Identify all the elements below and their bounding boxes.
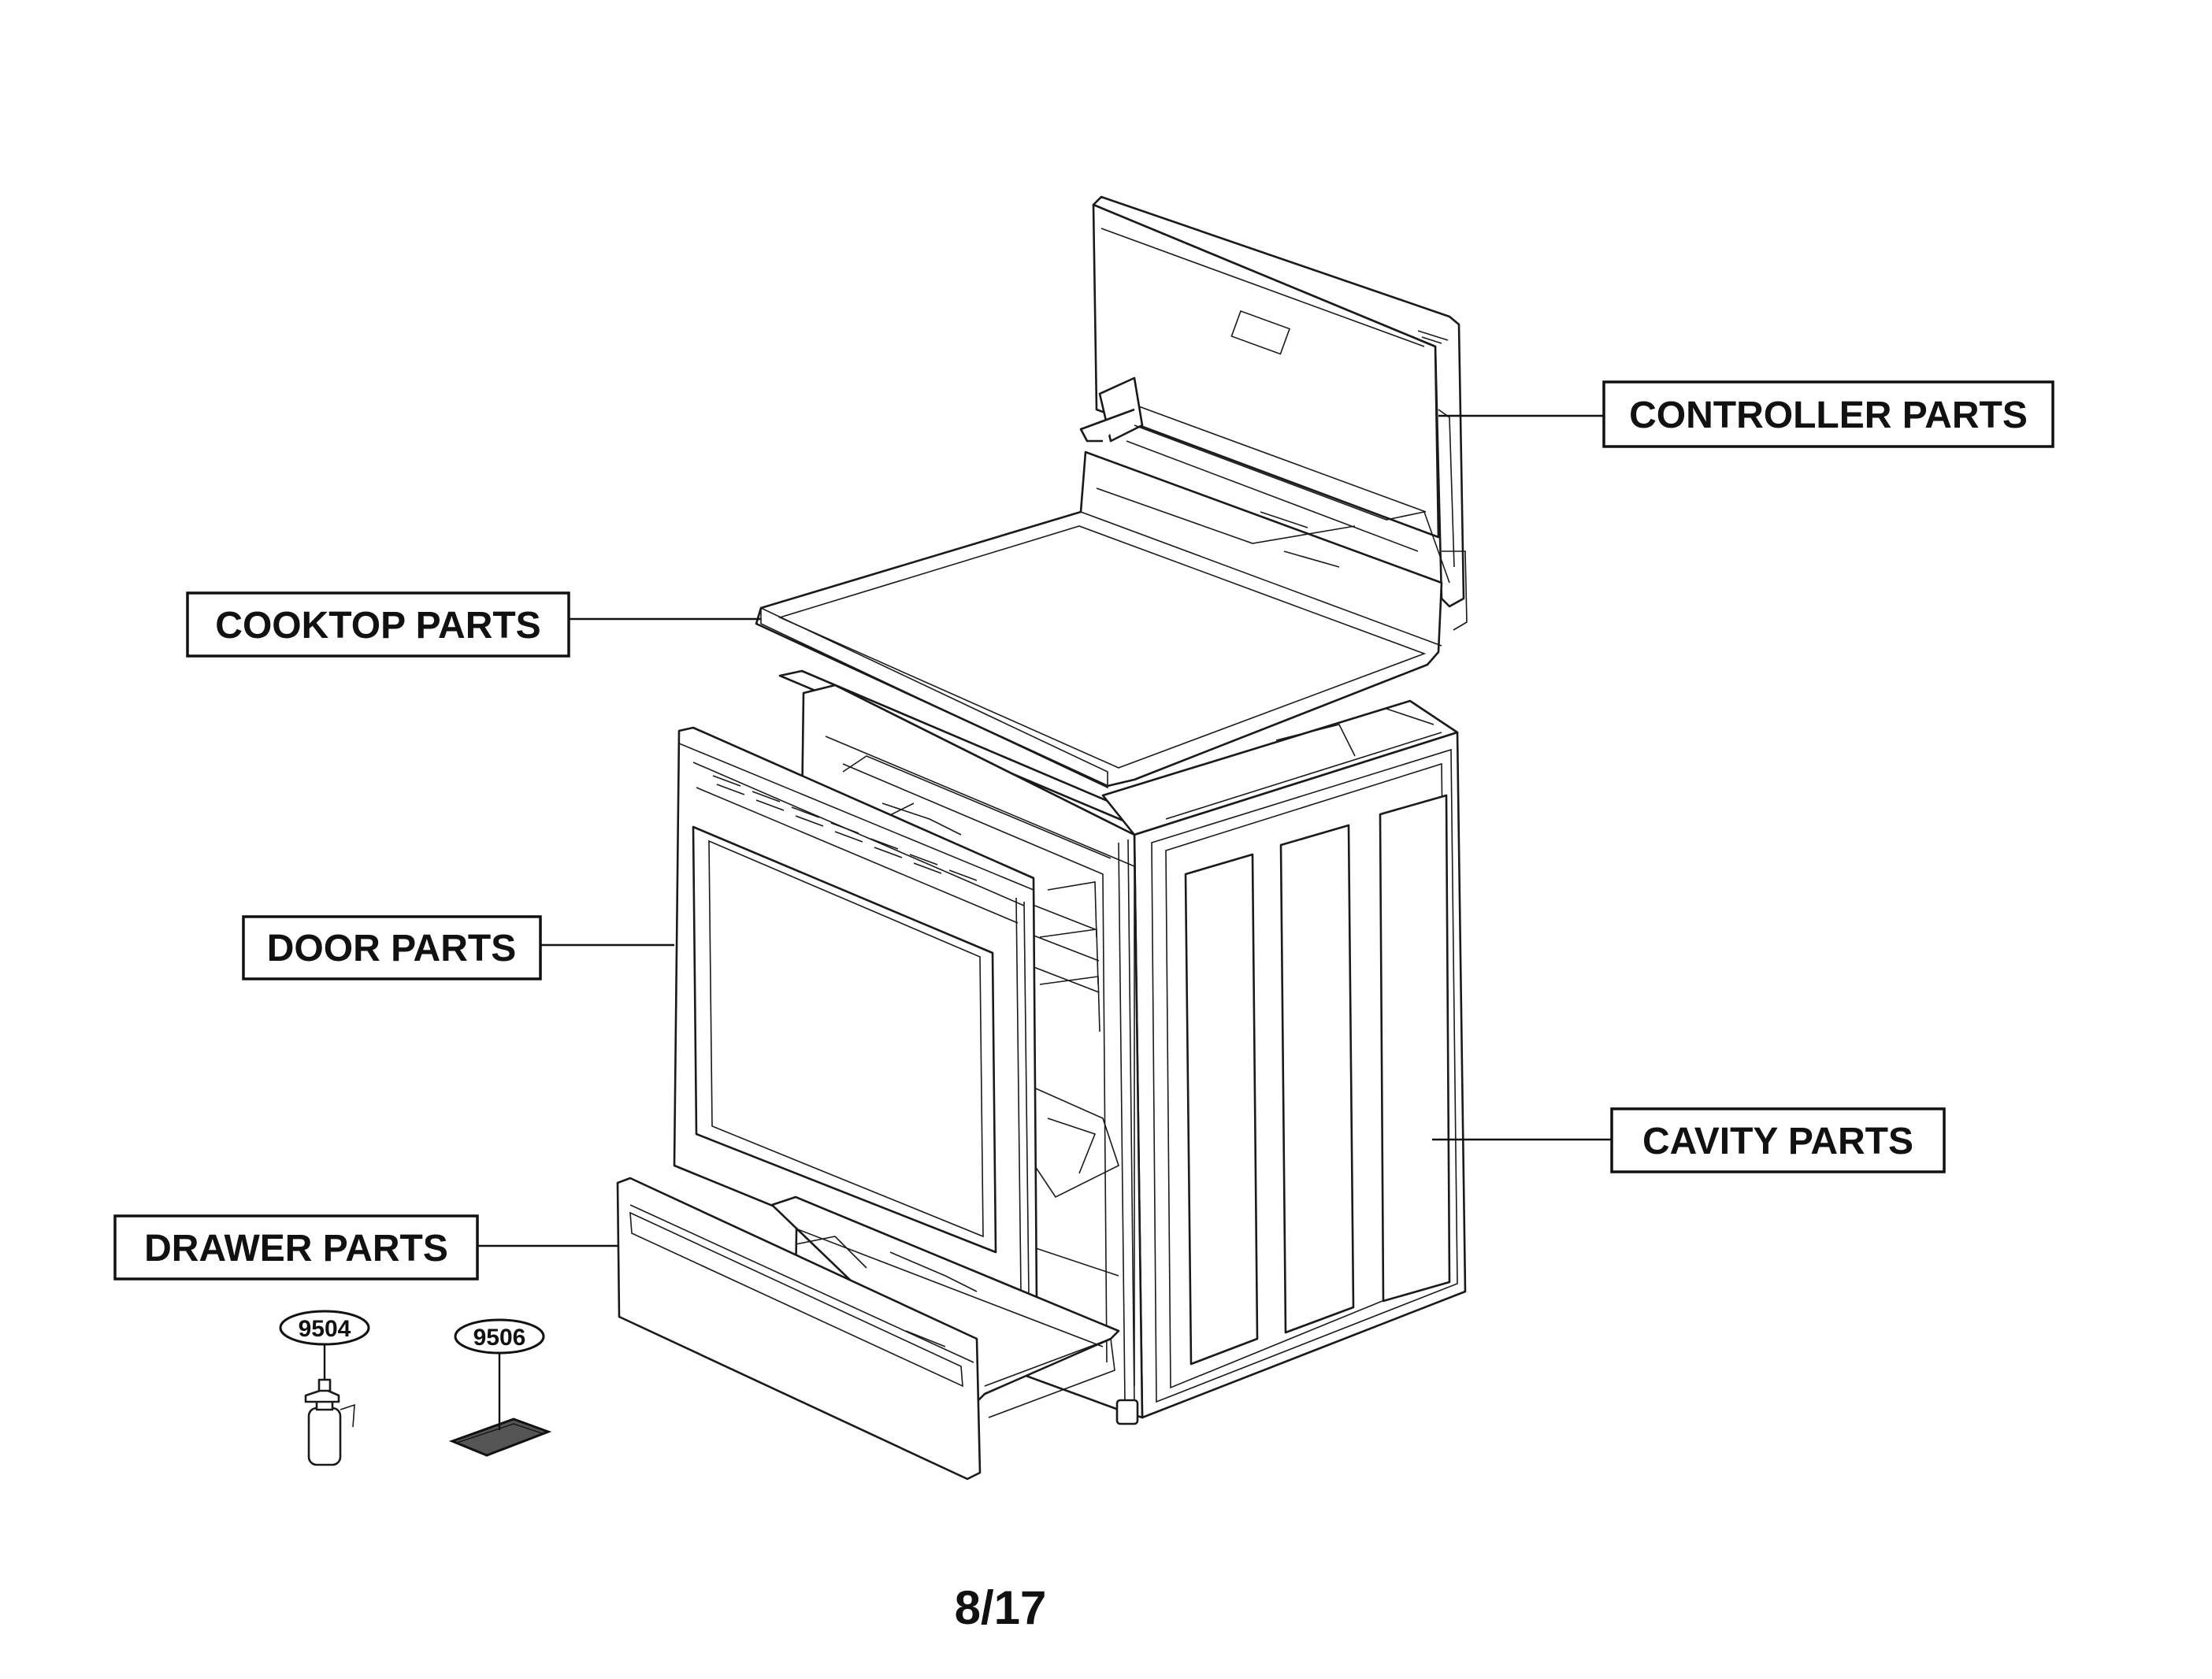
label-text: COOKTOP PARTS (215, 605, 540, 647)
label-door-parts[interactable]: DOOR PARTS (242, 915, 542, 980)
label-text: DOOR PARTS (267, 928, 516, 969)
sprayer-bottle (304, 1344, 355, 1466)
label-cavity-parts[interactable]: CAVITY PARTS (1610, 1107, 1946, 1173)
cleaning-pad (448, 1353, 552, 1457)
part-bubble-9504[interactable]: 9504 (279, 1310, 370, 1346)
control-panel-assembly (1079, 195, 1468, 631)
label-text: DRAWER PARTS (144, 1228, 448, 1269)
part-bubble-9506[interactable]: 9506 (454, 1318, 545, 1355)
oven-door-assembly (673, 726, 1038, 1309)
part-number: 9506 (473, 1325, 526, 1351)
drawer-assembly (616, 1177, 1120, 1481)
label-controller-parts[interactable]: CONTROLLER PARTS (1602, 380, 2054, 448)
label-text: CAVITY PARTS (1642, 1121, 1913, 1162)
label-cooktop-parts[interactable]: COOKTOP PARTS (186, 591, 570, 658)
page-number: 8/17 (955, 1581, 1047, 1634)
label-drawer-parts[interactable]: DRAWER PARTS (113, 1214, 479, 1281)
label-text: CONTROLLER PARTS (1629, 395, 2028, 436)
part-number: 9504 (299, 1316, 351, 1342)
